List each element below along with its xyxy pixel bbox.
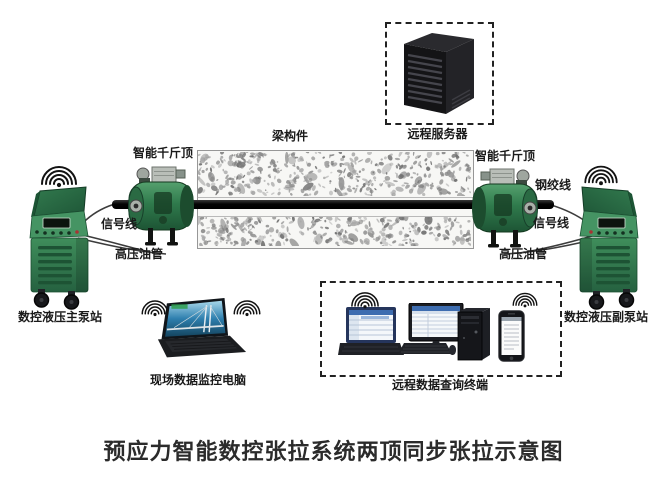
site-laptop-icon [157, 298, 247, 358]
terminal-smartphone-icon [498, 310, 525, 362]
server-rack-icon [404, 33, 474, 114]
jack-right-label: 智能千斤顶 [474, 149, 535, 163]
wifi-icon [510, 290, 540, 308]
smart-jack-left [126, 162, 200, 250]
wifi-icon [348, 289, 382, 309]
server-label: 远程服务器 [407, 127, 468, 141]
signal-line-left-label: 信号线 [100, 217, 137, 231]
beam-concrete-texture-bottom [198, 217, 471, 246]
oil-pipe-left-label: 高压油管 [114, 247, 163, 261]
strand-label: 钢绞线 [534, 178, 571, 192]
terminal-keyboard-icon [398, 343, 452, 354]
beam-concrete-texture-top [198, 152, 471, 196]
signal-line-right-label: 信号线 [532, 216, 569, 230]
terminal-monitor-icon [408, 303, 464, 351]
server-dashed-box [385, 22, 494, 125]
beam-member [197, 150, 474, 249]
aux-pump-station [574, 186, 642, 310]
wifi-icon [582, 162, 620, 186]
main-pump-station [26, 186, 94, 310]
smart-jack-right [466, 164, 540, 252]
terminal-dashed-box [320, 281, 562, 377]
steel-strand-bar [112, 200, 554, 209]
jack-left-label: 智能千斤顶 [132, 146, 193, 160]
oil-pipe-right-label: 高压油管 [498, 247, 547, 261]
main-pump-label: 数控液压主泵站 [17, 310, 102, 324]
terminal-laptop-icon [338, 307, 404, 355]
wifi-icon [232, 296, 262, 318]
site-pc-label: 现场数据监控电脑 [149, 373, 246, 387]
wifi-icon [38, 162, 80, 188]
beam-label: 梁构件 [271, 129, 308, 143]
aux-pump-label: 数控液压副泵站 [563, 310, 648, 324]
diagram-title: 预应力智能数控张拉系统两顶同步张拉示意图 [103, 440, 564, 465]
terminal-label: 远程数据查询终端 [391, 378, 488, 392]
terminal-mouse-icon [449, 345, 456, 355]
terminal-pc-tower-icon [457, 308, 490, 361]
wifi-icon [140, 296, 170, 318]
